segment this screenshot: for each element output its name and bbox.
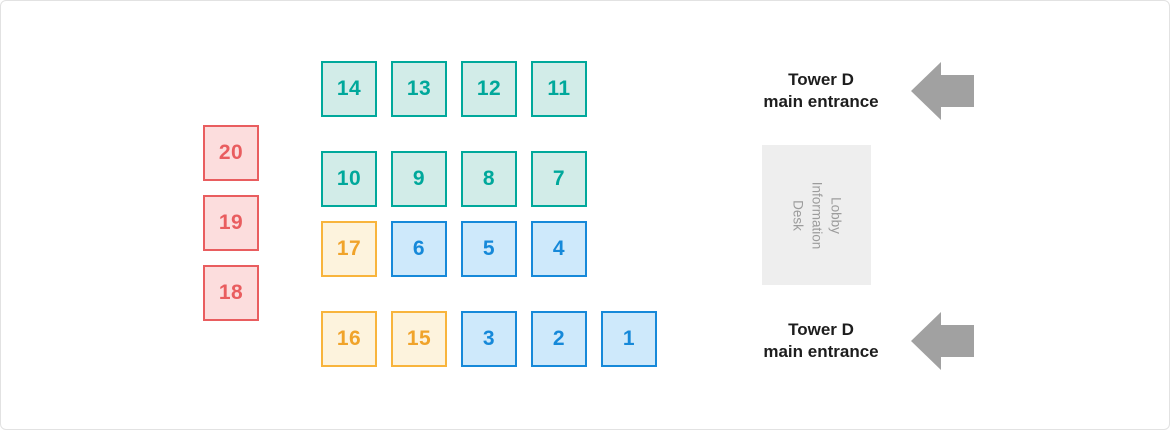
entrance-label-top: Tower D main entrance [726, 69, 916, 113]
lobby-desk-label-line2: Information [808, 181, 824, 249]
box-4: 4 [531, 221, 587, 277]
box-row-3: 17 6 5 4 [321, 221, 587, 277]
box-17: 17 [321, 221, 377, 277]
left-arrow-icon [911, 62, 974, 120]
box-row-2: 10 9 8 7 [321, 151, 587, 207]
box-6: 6 [391, 221, 447, 277]
box-5: 5 [461, 221, 517, 277]
box-15: 15 [391, 311, 447, 367]
lobby-desk-label: Lobby Information Desk [788, 181, 845, 249]
box-2: 2 [531, 311, 587, 367]
box-1: 1 [601, 311, 657, 367]
box-19: 19 [203, 195, 259, 251]
entrance-label-bottom: Tower D main entrance [726, 319, 916, 363]
box-16: 16 [321, 311, 377, 367]
box-3: 3 [461, 311, 517, 367]
lobby-desk-label-line1: Lobby [827, 196, 843, 234]
lobby-information-desk: Lobby Information Desk [762, 145, 871, 285]
box-7: 7 [531, 151, 587, 207]
box-row-4: 16 15 3 2 1 [321, 311, 657, 367]
red-box-column: 20 19 18 [203, 125, 259, 321]
left-arrow-icon [911, 312, 974, 370]
entrance-label-top-line2: main entrance [763, 92, 879, 111]
lobby-desk-label-line3: Desk [789, 199, 805, 231]
box-9: 9 [391, 151, 447, 207]
entrance-label-top-line1: Tower D [788, 70, 854, 89]
box-13: 13 [391, 61, 447, 117]
box-20: 20 [203, 125, 259, 181]
box-8: 8 [461, 151, 517, 207]
entrance-label-bottom-line1: Tower D [788, 320, 854, 339]
box-12: 12 [461, 61, 517, 117]
box-18: 18 [203, 265, 259, 321]
box-row-1: 14 13 12 11 [321, 61, 587, 117]
box-11: 11 [531, 61, 587, 117]
entrance-label-bottom-line2: main entrance [763, 342, 879, 361]
box-14: 14 [321, 61, 377, 117]
box-10: 10 [321, 151, 377, 207]
